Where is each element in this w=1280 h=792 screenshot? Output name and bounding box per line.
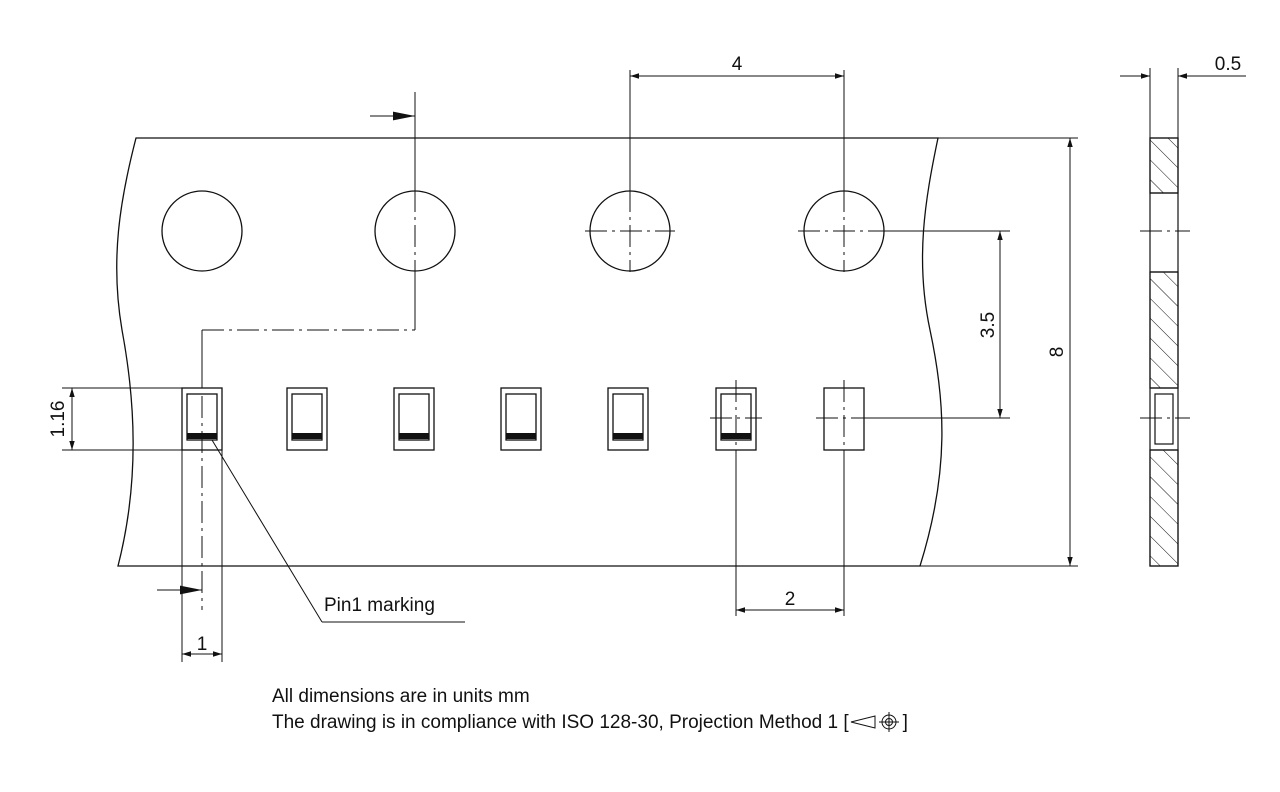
pocket-3: [393, 387, 435, 451]
pocket-4: [500, 387, 542, 451]
side-view: [1149, 137, 1179, 567]
dim-pocket-height: 1.16: [48, 401, 69, 438]
note-iso-end: ]: [902, 712, 908, 733]
tape-outline: [116, 137, 943, 567]
pocket-2: [286, 387, 328, 451]
note-iso: The drawing is in compliance with ISO 12…: [272, 712, 908, 734]
dim-pitch-sprocket: 4: [732, 54, 743, 75]
pin1-label: Pin1 marking: [324, 595, 435, 616]
dim-tape-width: 8: [1047, 347, 1068, 358]
dim-offset: 1: [197, 634, 208, 655]
note-units: All dimensions are in units mm: [272, 686, 530, 707]
pocket-5: [607, 387, 649, 451]
sprocket-hole-1: [161, 190, 243, 272]
pin1-bars: [187, 433, 751, 439]
dim-thickness: 0.5: [1215, 54, 1241, 75]
dim-pocket-pitch: 2: [785, 589, 796, 610]
projection-method-icon: [850, 712, 899, 732]
dim-center-distance: 3.5: [978, 312, 999, 338]
note-iso-text: The drawing is in compliance with ISO 12…: [272, 712, 849, 733]
